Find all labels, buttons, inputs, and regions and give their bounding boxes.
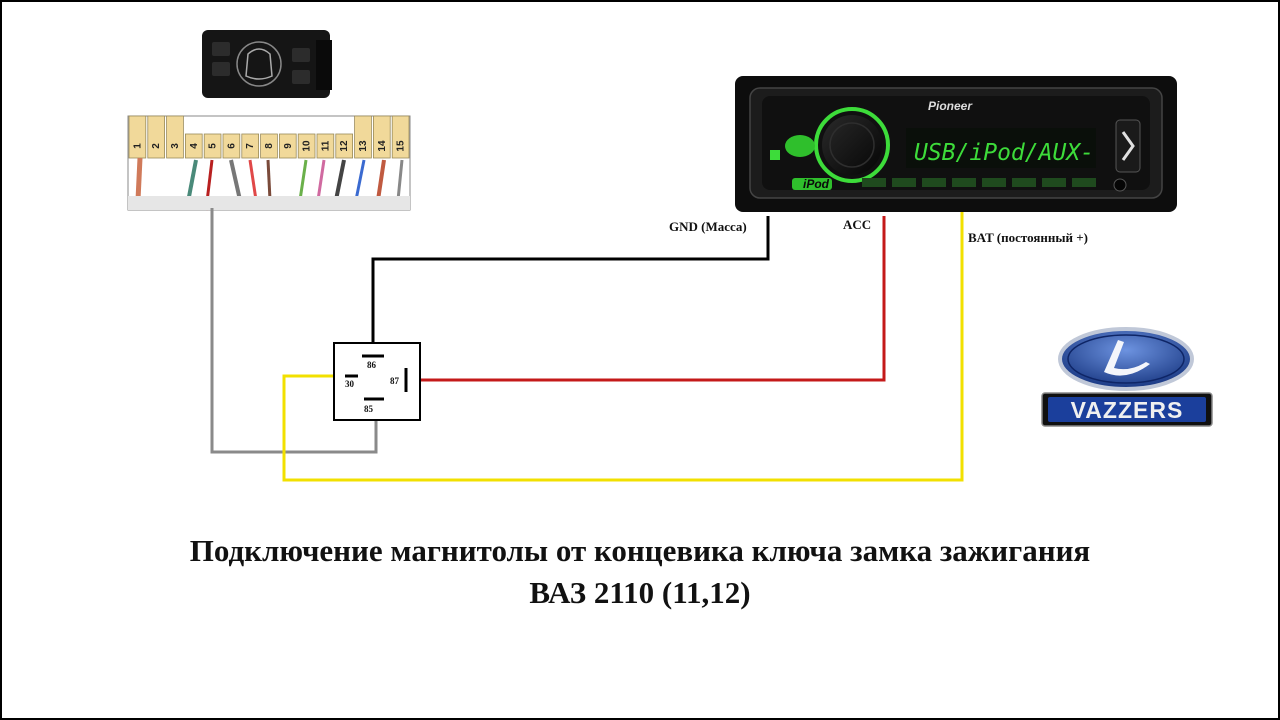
bat-wire bbox=[282, 210, 964, 482]
connector-pin-cell bbox=[297, 133, 316, 159]
connector-pin-cell bbox=[147, 115, 166, 159]
title-block: Подключение магнитолы от концевика ключа… bbox=[40, 530, 1240, 614]
connector-pin-number: 12 bbox=[339, 140, 350, 152]
connector-pin-number: 5 bbox=[208, 143, 219, 149]
connector-pin-cell bbox=[335, 133, 353, 159]
connector-pin-number: 10 bbox=[302, 140, 313, 152]
connector-pin-number: 15 bbox=[396, 140, 407, 152]
radio-head-unit: iPod Pioneer USB/iPod/AUX- bbox=[735, 76, 1177, 212]
mirror-switch-block bbox=[202, 30, 332, 98]
acc-wire bbox=[410, 216, 886, 382]
relay-pin-86: 86 bbox=[367, 360, 377, 370]
connector-pin-number: 13 bbox=[358, 140, 369, 152]
connector-pin-number: 2 bbox=[151, 143, 162, 149]
connector-pin-number: 7 bbox=[245, 143, 256, 149]
label-bat: BAT (постоянный +) bbox=[968, 230, 1088, 245]
connector-pin-cell bbox=[354, 115, 372, 159]
radio-display-text: USB/iPod/AUX- bbox=[914, 140, 1094, 166]
wires bbox=[210, 208, 964, 482]
radio-brand: Pioneer bbox=[928, 99, 973, 113]
title-line-2: ВАЗ 2110 (11,12) bbox=[529, 575, 751, 610]
lada-boat-icon bbox=[1104, 340, 1150, 376]
gray-signal-wire bbox=[210, 208, 378, 454]
chevron-right-icon bbox=[1121, 131, 1135, 161]
label-gnd: GND (Масса) bbox=[669, 219, 747, 234]
connector-wires bbox=[135, 157, 404, 211]
connector-pin-cell bbox=[128, 115, 147, 159]
connector-pin-number: 3 bbox=[170, 143, 181, 149]
title-line-1: Подключение магнитолы от концевика ключа… bbox=[189, 533, 1091, 568]
connector-pin-cell bbox=[166, 115, 184, 159]
connector-pin-cell bbox=[260, 133, 278, 159]
label-acc: ACC bbox=[843, 217, 871, 232]
connector-pin-number: 1 bbox=[132, 143, 143, 149]
connector-pin-cell bbox=[184, 133, 203, 159]
radio-preset-buttons bbox=[862, 178, 1096, 187]
relay-pin-85: 85 bbox=[364, 404, 374, 414]
logo-text: VAZZERS bbox=[1071, 397, 1184, 423]
connector-pin-cell bbox=[391, 115, 410, 159]
radio-source-button: iPod bbox=[803, 177, 830, 191]
connector-pin-cell bbox=[372, 115, 391, 159]
connector-pin-cell bbox=[278, 133, 297, 159]
relay-pin-30: 30 bbox=[345, 379, 355, 389]
connector-pin-cell bbox=[222, 133, 241, 159]
vazzers-logo: VAZZERS bbox=[1041, 327, 1213, 427]
connector-pin-number: 6 bbox=[226, 143, 237, 149]
connector-pin-number: 4 bbox=[189, 143, 200, 149]
gnd-wire bbox=[371, 216, 770, 356]
relay-pin-87: 87 bbox=[390, 376, 400, 386]
connector-pin-cell bbox=[241, 133, 260, 159]
connector-pin-cell bbox=[316, 133, 335, 159]
connector-pin-number: 9 bbox=[283, 143, 294, 149]
connector-pin-cell bbox=[203, 133, 222, 159]
connector-pin-number: 14 bbox=[377, 140, 388, 152]
relay: 86 30 87 85 bbox=[333, 342, 421, 421]
connector-pin-number: 8 bbox=[264, 143, 275, 149]
connector-pin-number: 11 bbox=[320, 140, 331, 151]
volume-knob bbox=[814, 107, 890, 183]
